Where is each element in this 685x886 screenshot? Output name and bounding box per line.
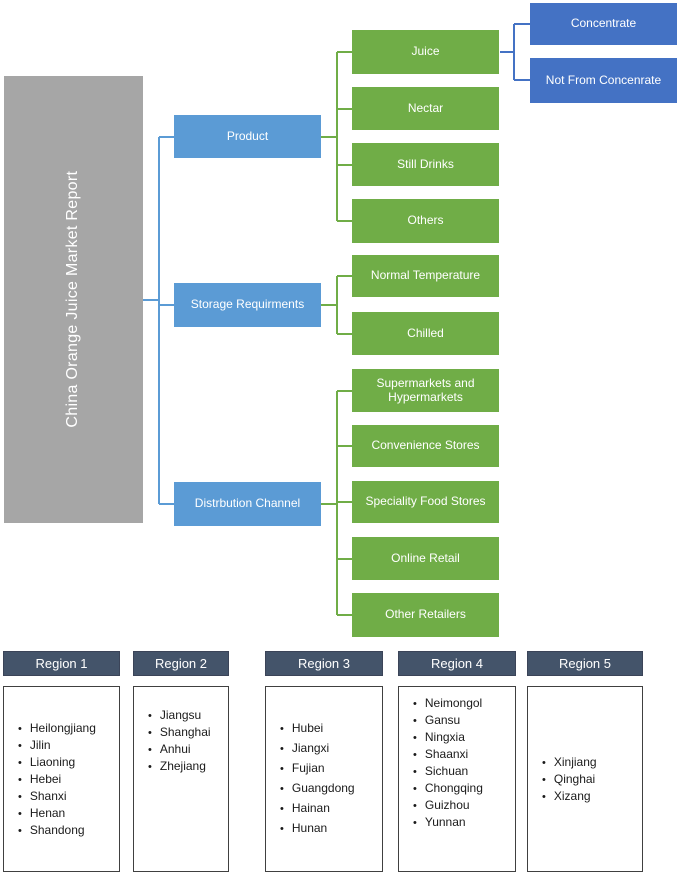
leaf-juice: Juice [352,30,499,74]
leaf-others-label: Others [407,213,444,228]
list-item: Sichuan [413,763,511,780]
list-item: Heilongjiang [18,720,115,737]
list-item: Shandong [18,822,115,839]
report-title-box: China Orange Juice Market Report [4,76,143,523]
sub-not-from-concentrate-label: Not From Concenrate [545,72,662,87]
list-item: Xizang [542,788,638,805]
leaf-online-retail-label: Online Retail [391,550,460,565]
region-1-header: Region 1 [3,651,120,676]
region-5-list-box: Xinjiang Qinghai Xizang [527,686,643,872]
region-1-list-box: Heilongjiang Jilin Liaoning Hebei Shanxi… [3,686,120,872]
region-column-5: Region 5 Xinjiang Qinghai Xizang [527,651,643,872]
category-distribution-channel: Distrbution Channel [174,482,321,526]
region-4-title: Region 4 [430,656,484,671]
leaf-speciality-food-stores: Speciality Food Stores [352,481,499,523]
leaf-chilled-label: Chilled [407,325,444,340]
sub-concentrate: Concentrate [530,3,677,45]
region-5-header: Region 5 [527,651,643,676]
sub-concentrate-label: Concentrate [570,16,637,31]
list-item: Anhui [148,741,224,758]
report-title: China Orange Juice Market Report [64,171,82,428]
leaf-other-retailers: Other Retailers [352,593,499,637]
leaf-nectar: Nectar [352,87,499,130]
list-item: Jilin [18,737,115,754]
list-item: Liaoning [18,754,115,771]
region-4-header: Region 4 [398,651,516,676]
list-item: Qinghai [542,771,638,788]
list-item: Shaanxi [413,746,511,763]
leaf-still-drinks-label: Still Drinks [397,156,454,171]
leaf-supermarkets-hypermarkets: Supermarkets and Hypermarkets [352,369,499,412]
list-item: Shanghai [148,724,224,741]
category-distribution-label: Distrbution Channel [194,496,301,511]
region-2-province-list: Jiangsu Shanghai Anhui Zhejiang [134,707,228,775]
region-1-province-list: Heilongjiang Jilin Liaoning Hebei Shanxi… [4,720,119,839]
leaf-other-retailers-label: Other Retailers [385,607,466,622]
list-item: Shanxi [18,788,115,805]
category-storage-requirments: Storage Requirments [174,283,321,327]
leaf-convenience-stores: Convenience Stores [352,425,499,467]
list-item: Xinjiang [542,754,638,771]
list-item: Jiangsu [148,707,224,724]
leaf-juice-label: Juice [411,44,440,59]
list-item: Hunan [280,819,378,839]
leaf-normal-temperature: Normal Temperature [352,255,499,297]
region-4-list-box: Neimongol Gansu Ningxia Shaanxi Sichuan … [398,686,516,872]
list-item: Gansu [413,712,511,729]
list-item: Guizhou [413,797,511,814]
leaf-nectar-label: Nectar [407,100,444,115]
list-item: Henan [18,805,115,822]
region-3-list-box: Hubei Jiangxi Fujian Guangdong Hainan Hu… [265,686,383,872]
region-3-header: Region 3 [265,651,383,676]
list-item: Hubei [280,719,378,739]
list-item: Ningxia [413,729,511,746]
leaf-supermarkets-label: Supermarkets and Hypermarkets [376,375,475,404]
list-item: Hebei [18,771,115,788]
region-3-province-list: Hubei Jiangxi Fujian Guangdong Hainan Hu… [266,719,382,839]
region-1-title: Region 1 [35,656,88,671]
leaf-online-retail: Online Retail [352,537,499,580]
list-item: Jiangxi [280,739,378,759]
region-2-header: Region 2 [133,651,229,676]
list-item: Zhejiang [148,758,224,775]
category-storage-label: Storage Requirments [190,297,305,312]
leaf-speciality-label: Speciality Food Stores [365,494,486,509]
region-3-title: Region 3 [297,656,351,671]
region-column-3: Region 3 Hubei Jiangxi Fujian Guangdong … [265,651,383,872]
leaf-convenience-label: Convenience Stores [371,438,480,453]
region-column-1: Region 1 Heilongjiang Jilin Liaoning Heb… [3,651,120,872]
region-2-list-box: Jiangsu Shanghai Anhui Zhejiang [133,686,229,872]
region-5-title: Region 5 [558,656,612,671]
leaf-normal-temperature-label: Normal Temperature [370,268,481,283]
region-4-province-list: Neimongol Gansu Ningxia Shaanxi Sichuan … [399,695,515,831]
list-item: Neimongol [413,695,511,712]
category-product-label: Product [226,128,269,143]
region-5-province-list: Xinjiang Qinghai Xizang [528,754,642,805]
leaf-still-drinks: Still Drinks [352,143,499,186]
list-item: Fujian [280,759,378,779]
region-column-2: Region 2 Jiangsu Shanghai Anhui Zhejiang [133,651,229,872]
region-2-title: Region 2 [154,656,208,671]
list-item: Hainan [280,799,378,819]
list-item: Chongqing [413,780,511,797]
list-item: Guangdong [280,779,378,799]
list-item: Yunnan [413,814,511,831]
region-column-4: Region 4 Neimongol Gansu Ningxia Shaanxi… [398,651,516,872]
sub-not-from-concentrate: Not From Concenrate [530,58,677,103]
leaf-chilled: Chilled [352,312,499,355]
leaf-others: Others [352,199,499,243]
category-product: Product [174,115,321,158]
